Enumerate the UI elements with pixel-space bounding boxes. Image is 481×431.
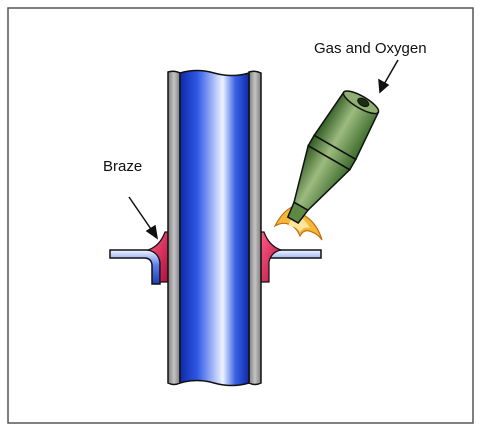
torch-icon [286, 90, 380, 225]
arrow-icon [128, 59, 399, 240]
braze-label: Braze [103, 158, 142, 175]
pipe-icon [167, 69, 262, 387]
torch-label: Gas and Oxygen [314, 40, 427, 57]
